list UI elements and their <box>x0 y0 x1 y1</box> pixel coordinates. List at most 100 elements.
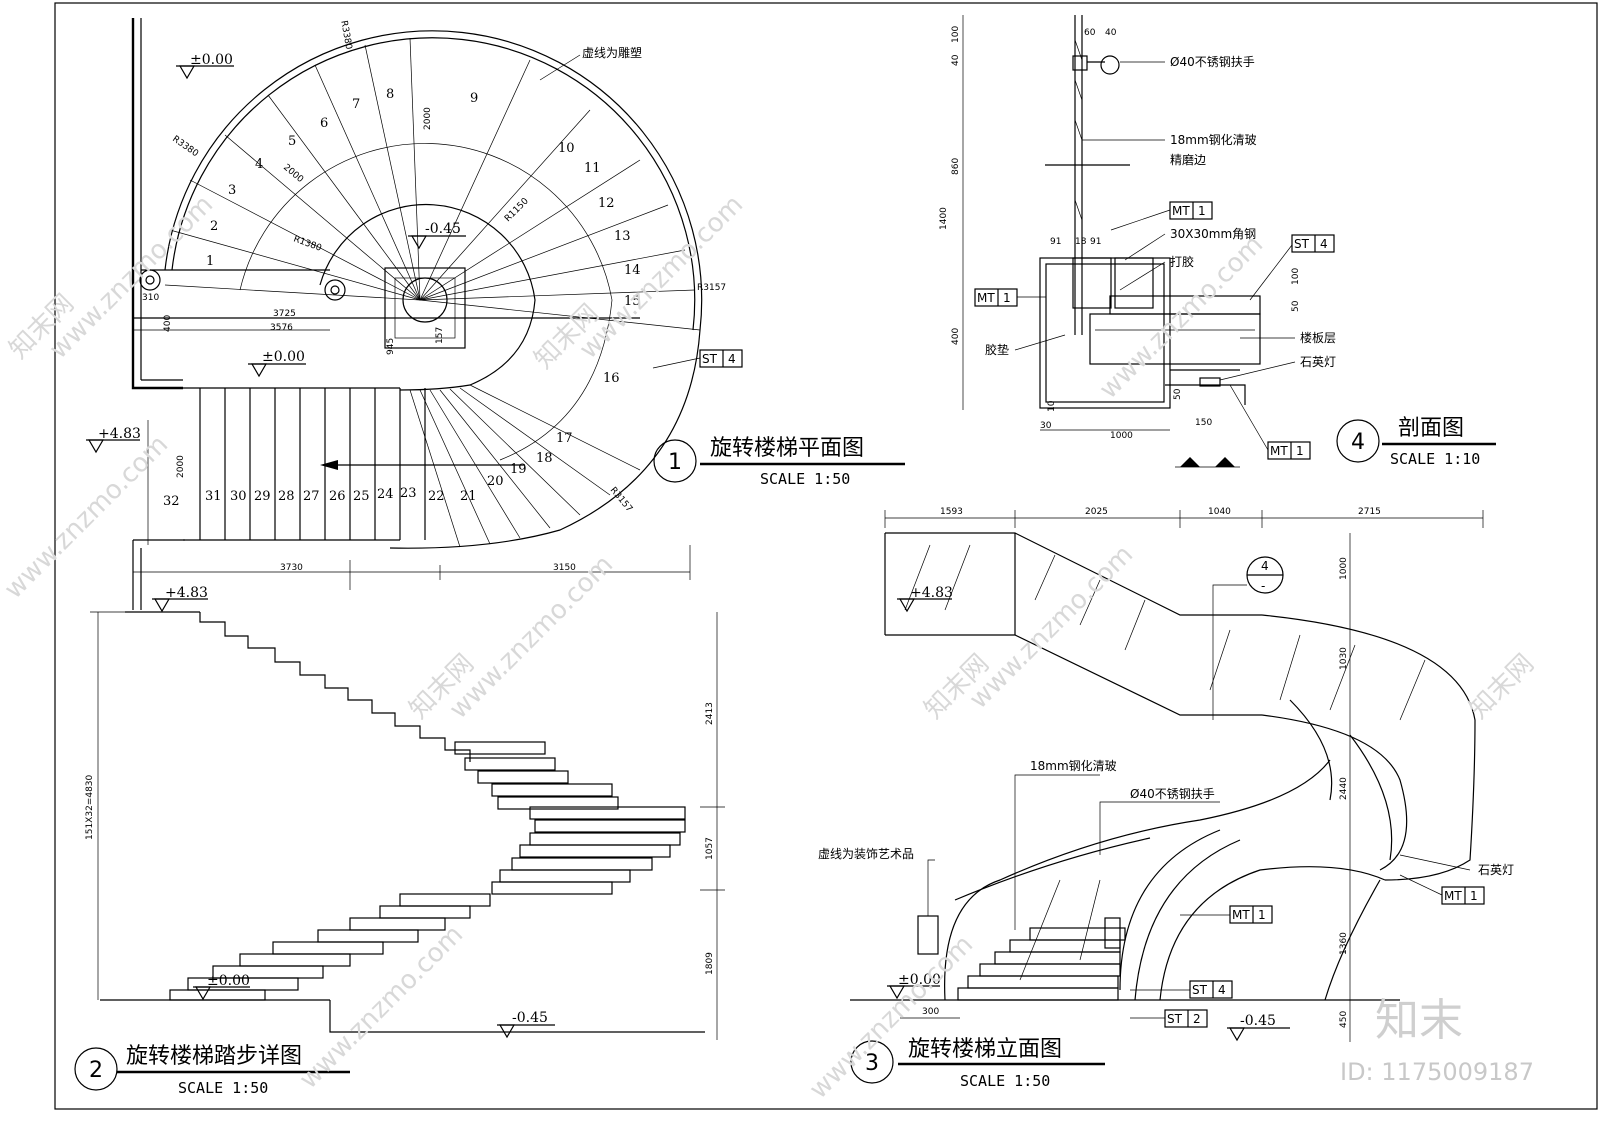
elev-level-upper: +4.83 <box>910 585 953 601</box>
watermark-logo: 知末 <box>1375 995 1463 1046</box>
elev-tag-3-no: 4 <box>1218 983 1226 997</box>
plan-level-top: ±0.00 <box>190 52 233 68</box>
elev-tag-1-no: 1 <box>1470 889 1478 903</box>
plan-step-4: 4 <box>255 157 263 172</box>
section-title-number: 4 <box>1351 430 1365 455</box>
elevation-drawing: 1593 2025 1040 2715 <box>818 507 1514 1090</box>
elev-dim-1030: 1030 <box>1339 647 1349 670</box>
elev-scale: SCALE 1:50 <box>960 1072 1050 1090</box>
plan-dim-310: 310 <box>142 293 159 303</box>
plan-dim-157: 157 <box>435 327 445 344</box>
section-scale: SCALE 1:10 <box>1390 450 1480 468</box>
plan-title-number: 1 <box>668 450 682 475</box>
elev-tag-4-code: ST <box>1167 1012 1183 1026</box>
section-dim-1400: 1400 <box>939 207 949 230</box>
plan-scale: SCALE 1:50 <box>760 470 850 488</box>
sheet-border <box>54 2 1598 1110</box>
section-tag-2-code: MT <box>977 291 995 305</box>
section-tag-3-code: ST <box>1294 237 1310 251</box>
elev-note-quartz: 石英灯 <box>1478 863 1514 877</box>
plan-dim-3725: 3725 <box>273 309 296 319</box>
elev-dim-2440: 2440 <box>1339 777 1349 800</box>
section-dim-100b: 100 <box>1291 268 1301 285</box>
section-drawing: 100 40 860 1400 400 60 40 91 18 91 100 5… <box>939 15 1496 468</box>
plan-step-11: 11 <box>584 161 601 176</box>
plan-step-13: 13 <box>614 229 631 244</box>
elev-dim-2715: 2715 <box>1358 507 1381 517</box>
plan-step-9: 9 <box>470 91 478 106</box>
detail-scale: SCALE 1:50 <box>178 1079 268 1097</box>
plan-dim-945: 945 <box>386 338 396 355</box>
watermark-9: www.znzmo.com <box>964 540 1139 715</box>
section-dim-150: 150 <box>1195 418 1212 428</box>
section-title: 剖面图 <box>1398 416 1464 441</box>
section-tag-4-code: MT <box>1270 444 1288 458</box>
plan-tag-code: ST <box>702 352 718 366</box>
elev-dim-450: 450 <box>1339 1011 1349 1028</box>
watermark-id: ID: 1175009187 <box>1340 1058 1534 1086</box>
detail-level-lower: -0.45 <box>512 1010 548 1026</box>
section-tag-4-no: 1 <box>1296 444 1304 458</box>
watermark-7: www.znzmo.com <box>444 550 619 725</box>
elev-title-number: 3 <box>865 1051 879 1076</box>
elev-dim-300: 300 <box>922 1007 939 1017</box>
plan-step-18: 18 <box>536 451 553 466</box>
plan-dim-2000-b: 2000 <box>281 163 305 186</box>
section-tag-1-no: 1 <box>1198 204 1206 218</box>
elev-dim-1000: 1000 <box>1339 557 1349 580</box>
plan-step-8: 8 <box>386 87 394 102</box>
plan-dim-3730: 3730 <box>280 563 303 573</box>
detail-level-ground: ±0.00 <box>207 973 250 989</box>
elev-tag-4-no: 2 <box>1193 1012 1201 1026</box>
elev-dim-1360: 1360 <box>1339 932 1349 955</box>
plan-step-27: 27 <box>303 489 320 504</box>
step-detail-drawing: 151X32=4830 2413 1057 1809 +4.83 ±0.00 -… <box>74 585 725 1097</box>
section-dim-91a: 91 <box>1050 237 1061 247</box>
section-tag-2-no: 1 <box>1003 291 1011 305</box>
section-dim-100: 100 <box>951 26 961 43</box>
plan-title: 旋转楼梯平面图 <box>710 436 864 461</box>
section-dim-400: 400 <box>951 328 961 345</box>
plan-step-14: 14 <box>624 263 641 278</box>
section-dim-40b: 40 <box>1105 28 1117 38</box>
section-dim-50: 50 <box>1291 300 1301 312</box>
elev-detail-ref-bottom: - <box>1261 579 1265 593</box>
elev-level-ground: ±0.00 <box>898 972 941 988</box>
elev-tag-2-code: MT <box>1232 908 1250 922</box>
plan-step-29: 29 <box>254 489 271 504</box>
plan-step-10: 10 <box>558 141 575 156</box>
elev-title: 旋转楼梯立面图 <box>908 1037 1062 1062</box>
watermarks: 知末网 www.znzmo.com 知末网 www.znzmo.com www.… <box>0 190 1540 1105</box>
detail-dim-1809: 1809 <box>705 952 715 975</box>
section-note-glue: 打胶 <box>1170 254 1194 269</box>
section-note-glass: 18mm钢化清玻 <box>1170 133 1257 147</box>
plan-dim-r3380-left: R3380 <box>170 134 200 159</box>
plan-step-19: 19 <box>510 462 527 477</box>
watermark-13: 知末网 <box>1464 649 1540 725</box>
watermark-4: www.znzmo.com <box>574 190 749 365</box>
elev-tag-3-code: ST <box>1192 983 1208 997</box>
elev-note-glass: 18mm钢化清玻 <box>1030 759 1117 773</box>
plan-level-upper: +4.83 <box>98 426 141 442</box>
plan-dim-r1380: R1380 <box>292 234 323 253</box>
section-note-quartz: 石英灯 <box>1300 355 1336 369</box>
plan-step-5: 5 <box>288 134 296 149</box>
plan-step-6: 6 <box>320 116 328 131</box>
plan-step-24: 24 <box>377 487 394 502</box>
plan-dim-r3380-top: R3380 <box>338 20 353 51</box>
section-dim-60: 60 <box>1084 28 1096 38</box>
section-dim-860: 860 <box>951 158 961 175</box>
plan-step-2: 2 <box>210 219 218 234</box>
plan-dim-400: 400 <box>163 315 173 332</box>
plan-level-landing: ±0.00 <box>262 349 305 365</box>
section-dim-10: 10 <box>1047 400 1057 412</box>
section-tag-3-no: 4 <box>1320 237 1328 251</box>
watermark-11: www.znzmo.com <box>294 920 469 1095</box>
plan-dim-3576: 3576 <box>270 323 293 333</box>
elev-level-lower: -0.45 <box>1240 1013 1276 1029</box>
plan-step-23: 23 <box>400 486 417 501</box>
plan-note-sculpture: 虚线为雕塑 <box>582 45 642 60</box>
elev-tag-2-no: 1 <box>1258 908 1266 922</box>
plan-step-32: 32 <box>163 494 180 509</box>
